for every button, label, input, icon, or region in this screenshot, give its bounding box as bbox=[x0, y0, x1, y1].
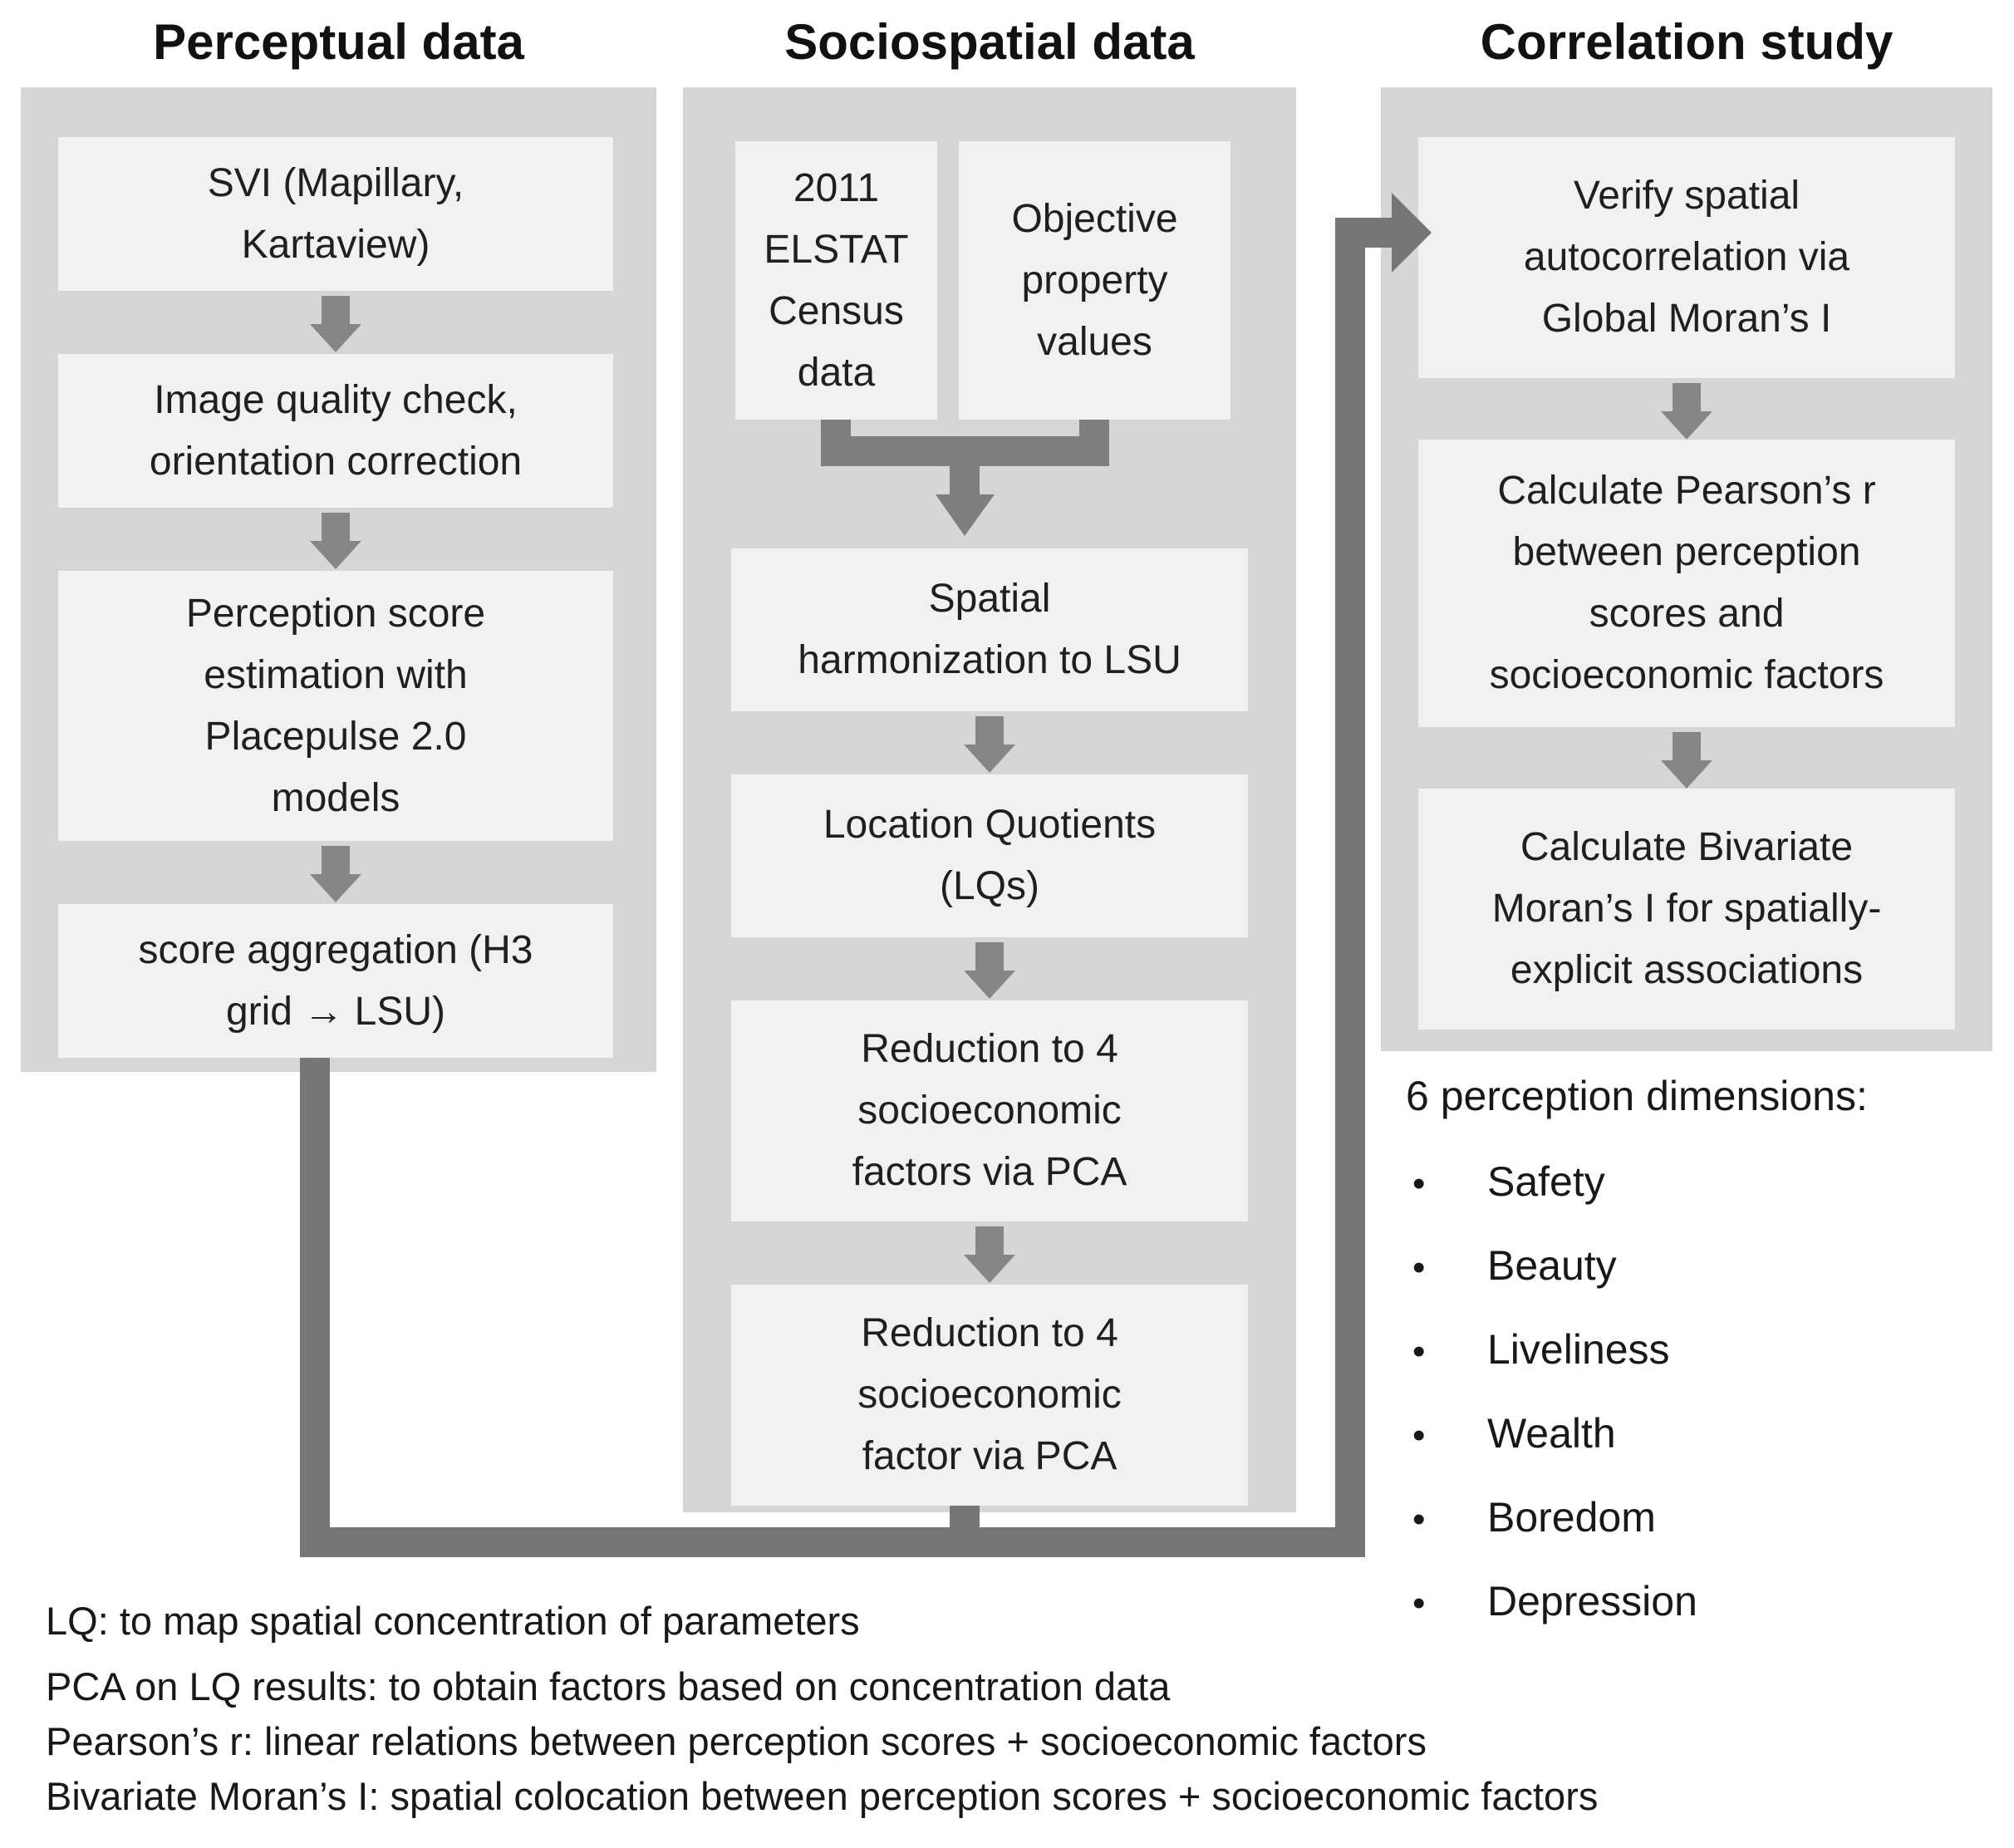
dimension-label: Safety bbox=[1487, 1158, 1605, 1205]
list-item: • Beauty bbox=[1406, 1244, 2004, 1290]
bullet-icon: • bbox=[1412, 1163, 1426, 1204]
flow-step-svi-sources: SVI (Mapillary, Kartaview) bbox=[58, 137, 613, 291]
list-item: • Safety bbox=[1406, 1160, 2004, 1206]
column-title-perceptual-data: Perceptual data bbox=[153, 13, 524, 70]
note-pearsons-r: Pearson’s r: linear relations between pe… bbox=[46, 1719, 1427, 1763]
bullet-icon: • bbox=[1412, 1583, 1426, 1624]
flow-step-location-quotients: Location Quotients (LQs) bbox=[731, 774, 1248, 937]
dimension-label: Beauty bbox=[1487, 1242, 1617, 1289]
flow-step-image-quality-check: Image quality check, orientation correct… bbox=[58, 354, 613, 508]
legend-notes: LQ: to map spatial concentration of para… bbox=[46, 1594, 1990, 1824]
list-item: • Liveliness bbox=[1406, 1328, 2004, 1374]
dimension-label: Liveliness bbox=[1487, 1326, 1670, 1373]
bullet-icon: • bbox=[1412, 1331, 1426, 1372]
flow-step-pca-factor: Reduction to 4 socioeconomic factor via … bbox=[731, 1285, 1248, 1506]
bullet-icon: • bbox=[1412, 1415, 1426, 1456]
perception-dimensions: 6 perception dimensions: • Safety • Beau… bbox=[1406, 1070, 2004, 1625]
dimension-label: Depression bbox=[1487, 1578, 1697, 1624]
flow-step-property-values: Objective property values bbox=[959, 141, 1231, 420]
dimension-label: Boredom bbox=[1487, 1494, 1656, 1541]
flow-step-score-aggregation: score aggregation (H3 grid → LSU) bbox=[58, 904, 613, 1058]
perception-dimensions-heading: 6 perception dimensions: bbox=[1406, 1073, 1868, 1119]
flow-step-bivariate-morans-i: Calculate Bivariate Moran’s I for spatia… bbox=[1418, 789, 1955, 1030]
column-title-correlation-study: Correlation study bbox=[1480, 13, 1894, 70]
flow-step-pca-factors: Reduction to 4 socioeconomic factors via… bbox=[731, 1000, 1248, 1221]
bullet-icon: • bbox=[1412, 1247, 1426, 1288]
list-item: • Wealth bbox=[1406, 1412, 2004, 1457]
flow-step-spatial-harmonization: Spatial harmonization to LSU bbox=[731, 548, 1248, 711]
flow-step-global-morans-i: Verify spatial autocorrelation via Globa… bbox=[1418, 137, 1955, 378]
column-title-sociospatial-data: Sociospatial data bbox=[784, 13, 1195, 70]
bullet-icon: • bbox=[1412, 1499, 1426, 1540]
note-lq: LQ: to map spatial concentration of para… bbox=[46, 1599, 860, 1643]
flow-step-census-data: 2011 ELSTAT Census data bbox=[735, 141, 937, 420]
list-item: • Boredom bbox=[1406, 1496, 2004, 1541]
note-bivariate-morans-i: Bivariate Moran’s I: spatial colocation … bbox=[46, 1774, 1599, 1818]
note-pca: PCA on LQ results: to obtain factors bas… bbox=[46, 1664, 1171, 1708]
dimension-label: Wealth bbox=[1487, 1410, 1616, 1457]
flow-step-pearsons-r: Calculate Pearson’s r between perception… bbox=[1418, 440, 1955, 727]
list-item: • Depression bbox=[1406, 1580, 2004, 1625]
flow-step-perception-score-estimation: Perception score estimation with Placepu… bbox=[58, 571, 613, 841]
